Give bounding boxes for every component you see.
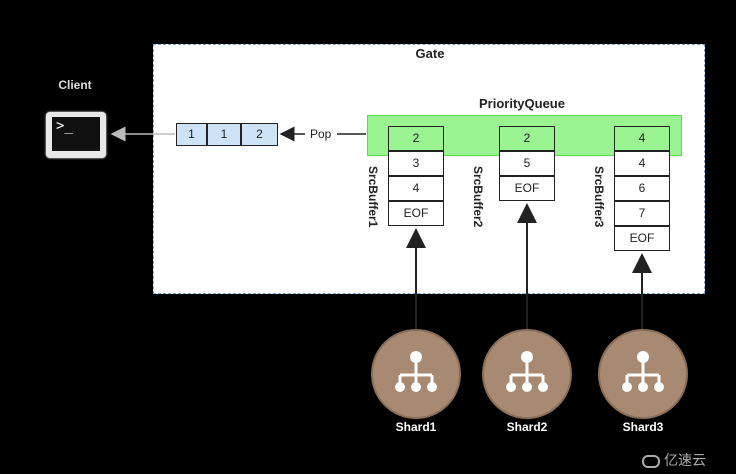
priority-queue-label: PriorityQueue [479, 96, 565, 111]
buffer1-item: EOF [388, 201, 444, 226]
buffer3-head: 4 [614, 126, 670, 151]
priority-queue-bar [367, 115, 682, 156]
shard2-node [482, 329, 572, 419]
output-queue-cell: 1 [207, 123, 241, 146]
network-icon [622, 351, 664, 392]
watermark-text: 亿速云 [664, 452, 706, 468]
output-queue-cell: 2 [241, 123, 278, 146]
buffer2-item: EOF [499, 176, 555, 201]
shard3-node [598, 329, 688, 419]
buffer1-label: SrcBuffer1 [366, 166, 380, 228]
buffer2-label: SrcBuffer2 [471, 166, 485, 228]
terminal-icon: >_ [46, 112, 106, 158]
network-icon [506, 351, 548, 392]
buffer1-item: 4 [388, 176, 444, 201]
shard3-label: Shard3 [622, 420, 664, 434]
shard1-label: Shard1 [395, 420, 437, 434]
client-label: Client [58, 78, 92, 92]
buffer3-item: 4 [614, 151, 670, 176]
buffer3-item: 6 [614, 176, 670, 201]
cloud-icon [642, 454, 660, 468]
pop-label: Pop [310, 127, 332, 141]
buffer2-head: 2 [499, 126, 555, 151]
output-queue-cell: 1 [176, 123, 207, 146]
shard1-node [371, 329, 461, 419]
buffer1-item: 3 [388, 151, 444, 176]
watermark: 亿速云 [642, 450, 706, 470]
buffer3-item: 7 [614, 201, 670, 226]
buffer3-item: EOF [614, 226, 670, 251]
shard2-label: Shard2 [506, 420, 548, 434]
buffer1-head: 2 [388, 126, 444, 151]
buffer3-label: SrcBuffer3 [592, 166, 606, 228]
network-icon [395, 351, 437, 392]
gate-label: Gate [415, 46, 445, 61]
buffer2-item: 5 [499, 151, 555, 176]
